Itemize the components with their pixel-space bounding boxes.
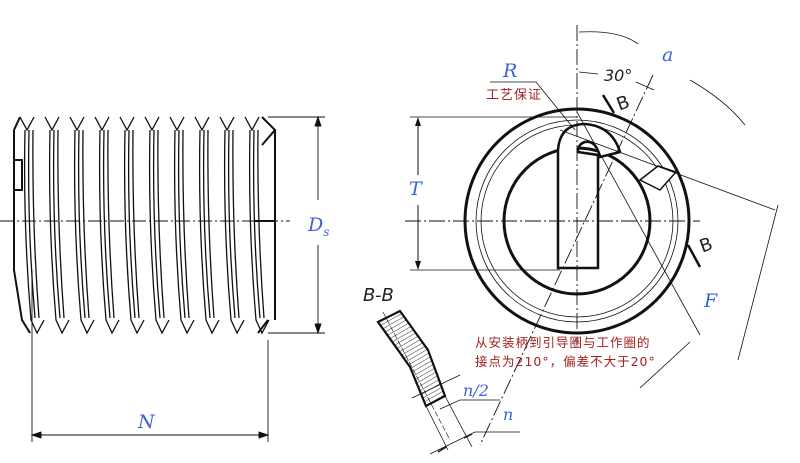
- thread-turn: [219, 116, 245, 335]
- angle-30-label: 30°: [604, 66, 633, 85]
- label-n-length: N: [138, 411, 155, 433]
- label-ds: Ds: [308, 214, 329, 239]
- label-d: D: [308, 214, 324, 236]
- thread-turn: [19, 116, 45, 335]
- thread-turn: [44, 116, 70, 335]
- label-f: F: [704, 290, 718, 312]
- thread-turn: [94, 116, 120, 335]
- label-d-subscript: s: [323, 224, 330, 239]
- dimension-lines-left: [0, 115, 325, 442]
- section-b-b: [376, 309, 520, 455]
- note-line-2: 接点为210°，偏差不大于20°: [475, 354, 656, 369]
- thread-turn: [144, 116, 170, 335]
- insert-outline: [13, 116, 276, 334]
- thread-turn: [119, 116, 145, 335]
- thread-turn: [169, 116, 195, 335]
- thread-turn: [244, 116, 270, 335]
- label-n: n: [503, 405, 514, 424]
- insert-end: [257, 116, 277, 334]
- thread-turn: [69, 116, 95, 335]
- thread-turn: [194, 116, 220, 335]
- section-title: B-B: [363, 285, 394, 306]
- front-view-thread-insert: [405, 25, 779, 446]
- label-t: T: [409, 178, 422, 200]
- note-process-guarantee: 工艺保证: [486, 88, 543, 103]
- label-a: a: [662, 44, 674, 66]
- label-r: R: [503, 60, 518, 82]
- side-view-thread-insert: [13, 116, 277, 335]
- label-n-half: n/2: [463, 381, 489, 400]
- note-line-1: 从安装柄到引导圈与工作圈的: [475, 335, 651, 350]
